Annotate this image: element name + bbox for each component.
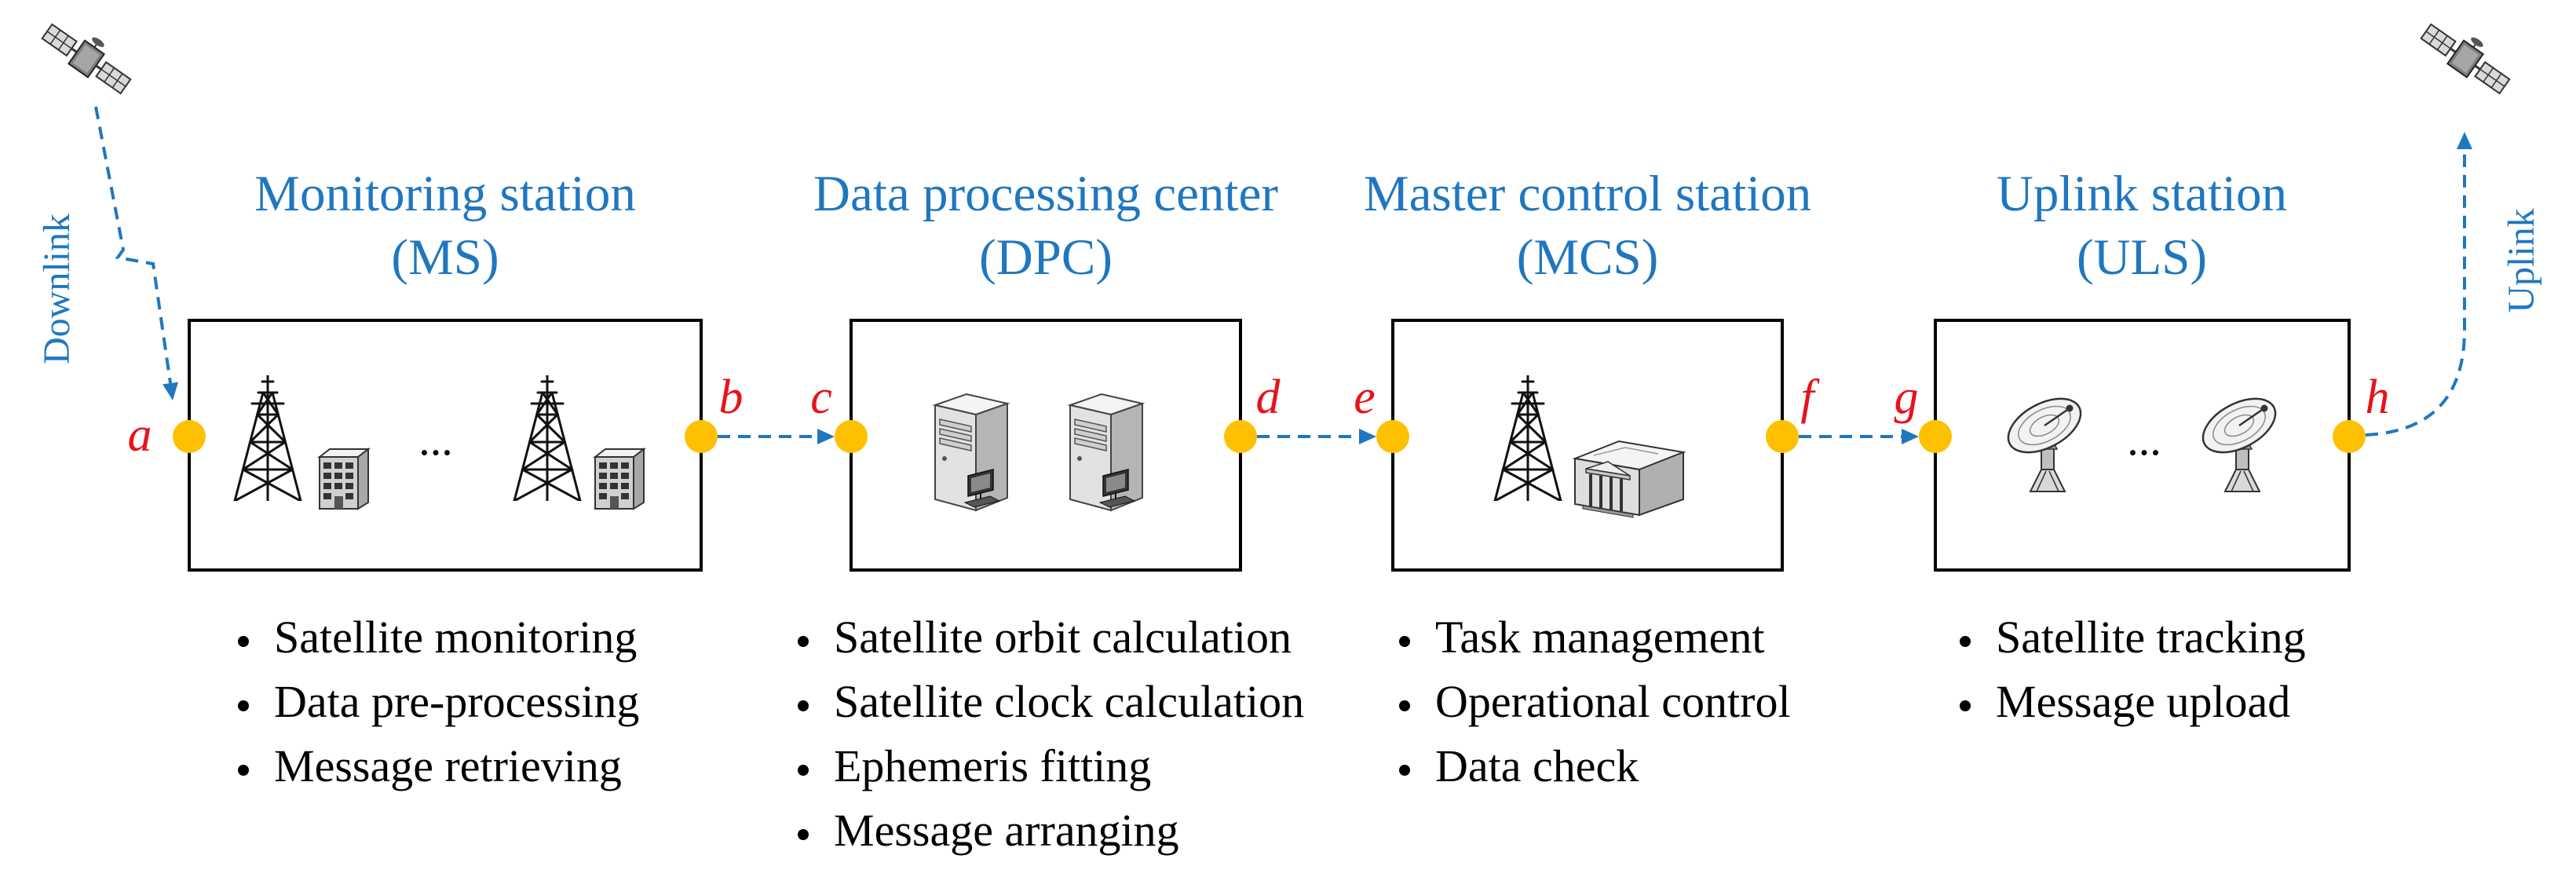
station-abbr: (MS) bbox=[391, 229, 499, 286]
station-title: Data processing center bbox=[813, 166, 1278, 222]
uplink-path bbox=[2365, 149, 2466, 437]
function-item: Message upload bbox=[1960, 670, 2306, 734]
node-label-c: c bbox=[810, 371, 832, 424]
downlink-label: Downlink bbox=[36, 214, 78, 364]
station-abbr: (ULS) bbox=[2076, 229, 2208, 286]
uplink-label: Uplink bbox=[2501, 208, 2542, 313]
ms-ellipsis: ... bbox=[418, 414, 453, 465]
office-building-icon bbox=[319, 448, 369, 510]
mcs-to-uls-arrowhead bbox=[1902, 429, 1919, 444]
node-label-d: d bbox=[1255, 371, 1281, 424]
dpc-box bbox=[850, 319, 1242, 572]
node-a bbox=[173, 420, 206, 453]
station-title: Uplink station bbox=[1996, 166, 2288, 222]
function-item: Data check bbox=[1399, 734, 1791, 798]
government-building-icon bbox=[1573, 440, 1685, 518]
mcs-function-list: Task management Operational control Data… bbox=[1399, 605, 1791, 798]
node-label-e: e bbox=[1354, 371, 1376, 424]
node-b bbox=[685, 420, 718, 453]
node-label-b: b bbox=[718, 371, 744, 424]
function-item: Message arranging bbox=[798, 798, 1304, 863]
mcs-box bbox=[1391, 319, 1784, 572]
station-abbr: (MCS) bbox=[1516, 229, 1659, 286]
dpc-to-mcs-arrowhead bbox=[1359, 429, 1376, 444]
node-label-h: h bbox=[2365, 371, 2390, 424]
function-item: Satellite monitoring bbox=[238, 605, 639, 670]
server-computer-icon bbox=[1069, 393, 1143, 511]
station-title: Monitoring station bbox=[254, 166, 636, 222]
function-item: Operational control bbox=[1399, 670, 1791, 734]
node-d bbox=[1224, 420, 1257, 453]
mcs-title-block: Master control station (MCS) bbox=[1364, 163, 1811, 290]
node-h bbox=[2333, 420, 2366, 453]
node-label-f: f bbox=[1800, 371, 1814, 424]
uls-box bbox=[1934, 319, 2351, 572]
node-label-a: a bbox=[127, 408, 152, 462]
ms-function-list: Satellite monitoring Data pre-processing… bbox=[238, 605, 639, 798]
ms-title-block: Monitoring station (MS) bbox=[254, 163, 636, 290]
dpc-function-list: Satellite orbit calculation Satellite cl… bbox=[798, 605, 1304, 863]
node-g bbox=[1919, 420, 1952, 453]
ms-to-dpc-arrowhead bbox=[817, 429, 835, 444]
office-building-icon bbox=[594, 448, 645, 510]
function-item: Satellite clock calculation bbox=[798, 670, 1304, 734]
node-f bbox=[1766, 420, 1799, 453]
station-abbr: (DPC) bbox=[979, 229, 1113, 286]
function-item: Message retrieving bbox=[238, 734, 639, 798]
dpc-title-block: Data processing center (DPC) bbox=[813, 163, 1278, 290]
function-item: Satellite orbit calculation bbox=[798, 605, 1304, 670]
function-item: Data pre-processing bbox=[238, 670, 639, 734]
function-item: Ephemeris fitting bbox=[798, 734, 1304, 798]
downlink-arrowhead bbox=[163, 382, 178, 400]
satellite-icon bbox=[38, 20, 137, 98]
uls-ellipsis: ... bbox=[2127, 414, 2161, 465]
function-item: Satellite tracking bbox=[1960, 605, 2306, 670]
server-computer-icon bbox=[934, 393, 1008, 511]
uls-title-block: Uplink station (ULS) bbox=[1997, 163, 2287, 290]
station-title: Master control station bbox=[1363, 166, 1812, 222]
function-item: Task management bbox=[1399, 605, 1791, 670]
uls-function-list: Satellite tracking Message upload bbox=[1960, 605, 2306, 734]
node-c bbox=[835, 420, 868, 453]
node-e bbox=[1376, 420, 1409, 453]
node-label-g: g bbox=[1894, 371, 1919, 424]
downlink-path bbox=[94, 106, 172, 384]
uplink-arrowhead bbox=[2457, 132, 2472, 149]
satellite-icon bbox=[2417, 20, 2516, 98]
